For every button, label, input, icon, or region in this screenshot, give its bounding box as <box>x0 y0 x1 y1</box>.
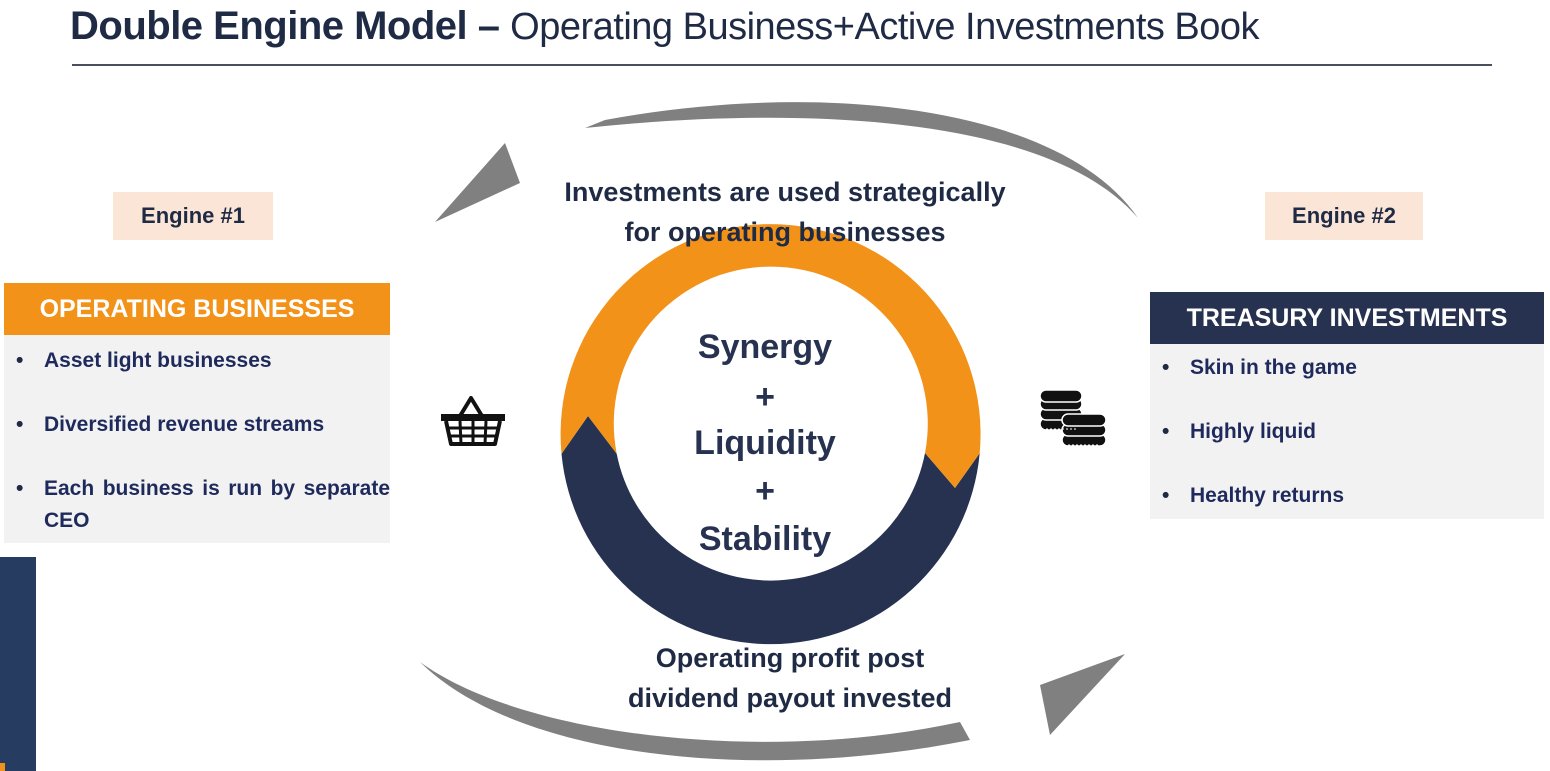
list-item: Highly liquid <box>1150 416 1544 448</box>
list-item: Each business is run by separate CEO <box>4 473 390 537</box>
title-subtitle: Operating Business+Active Investments Bo… <box>510 6 1260 48</box>
cycle-ring-navy <box>561 416 980 645</box>
investments-flow-caption: Investments are used strategically for o… <box>510 172 1060 252</box>
title-underline <box>72 64 1492 66</box>
shopping-basket-icon <box>441 396 505 446</box>
treasury-investments-list: Skin in the game Highly liquid Healthy r… <box>1150 344 1544 519</box>
bottom-arrow-head <box>1040 654 1125 735</box>
profit-flow-caption: Operating profit post dividend payout in… <box>560 638 1020 718</box>
list-item: Asset light businesses <box>4 345 390 377</box>
engine-2-label: Engine #2 <box>1265 192 1423 240</box>
title-bold: Double Engine Model – <box>70 4 500 48</box>
cycle-ring-orange <box>560 224 981 488</box>
caption-line: Operating profit post <box>655 643 925 673</box>
caption-line: dividend payout invested <box>627 683 953 713</box>
center-word-synergy: Synergy <box>697 328 833 366</box>
side-accent-bar <box>0 557 36 771</box>
caption-line: Investments are used strategically <box>564 177 1006 207</box>
operating-businesses-heading: OPERATING BUSINESSES <box>4 283 390 335</box>
list-item: Healthy returns <box>1150 480 1544 512</box>
caption-line: for operating businesses <box>624 217 946 247</box>
list-item: Skin in the game <box>1150 352 1544 384</box>
coin-stacks-icon <box>1039 389 1107 447</box>
treasury-investments-heading: TREASURY INVESTMENTS <box>1150 292 1544 344</box>
list-item: Diversified revenue streams <box>4 409 390 441</box>
bottom-arrow-body <box>420 662 970 761</box>
center-plus-sign: + <box>755 472 775 510</box>
page-title: Double Engine Model – Operating Business… <box>70 4 1260 49</box>
center-plus-sign: + <box>755 378 775 416</box>
operating-businesses-list: Asset light businesses Diversified reven… <box>4 335 390 543</box>
engine-1-label: Engine #1 <box>113 192 273 240</box>
side-accent-dot <box>0 763 5 771</box>
center-word-liquidity: Liquidity <box>694 424 836 462</box>
top-arrow-head <box>435 143 520 222</box>
top-arrow-body <box>585 102 1138 218</box>
center-word-stability: Stability <box>698 520 832 558</box>
